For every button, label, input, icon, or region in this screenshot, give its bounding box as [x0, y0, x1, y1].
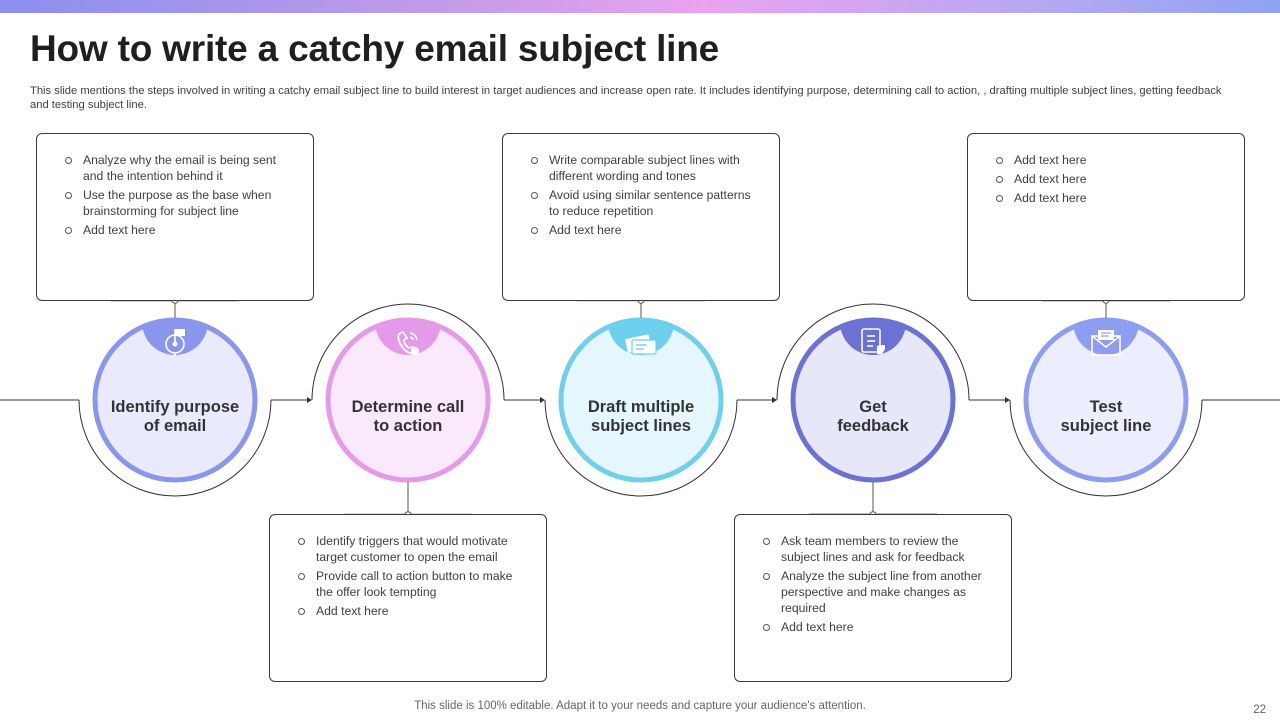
slide-description: This slide mentions the steps involved i… — [30, 85, 1222, 111]
bullet-item: Analyze why the email is being sent and … — [65, 152, 297, 184]
bullet-item: Identify triggers that would motivate ta… — [298, 533, 530, 565]
outer-arc — [78, 399, 272, 497]
arrow-head — [307, 397, 312, 403]
bullet-list: Identify triggers that would motivate ta… — [270, 515, 546, 619]
icon-bubble — [142, 322, 208, 356]
bullet-item: Write comparable subject lines with diff… — [531, 152, 763, 184]
step-card: Write comparable subject lines with diff… — [502, 133, 780, 301]
arrow-head — [1005, 397, 1010, 403]
arrow-head — [772, 397, 777, 403]
step-label-line: Identify purpose — [110, 398, 240, 416]
icon-bubble — [375, 322, 441, 355]
step-label-line: of email — [143, 417, 207, 435]
page-title: How to write a catchy email subject line — [30, 28, 720, 69]
step-label-line: to action — [373, 417, 443, 435]
bullet-list: Analyze why the email is being sent and … — [37, 134, 313, 238]
bullet-list: Ask team members to review the subject l… — [735, 515, 1011, 635]
phone-call-icon — [397, 330, 419, 355]
step-card: Identify triggers that would motivate ta… — [269, 514, 547, 682]
step-label-line: Get — [859, 398, 887, 416]
bullet-item: Ask team members to review the subject l… — [763, 533, 995, 565]
step-nodes — [78, 296, 1203, 519]
bullet-item: Add text here — [298, 603, 530, 619]
step-circle — [1023, 317, 1189, 483]
bullet-list: Write comparable subject lines with diff… — [503, 134, 779, 238]
step-circle — [92, 317, 258, 483]
step-label-line: subject line — [1060, 417, 1152, 435]
bullet-item: Analyze the subject line from another pe… — [763, 568, 995, 616]
bullet-item: Add text here — [996, 171, 1228, 187]
step-card: Ask team members to review the subject l… — [734, 514, 1012, 682]
step-node — [78, 296, 272, 497]
tickets-icon — [625, 334, 657, 355]
footer-note: This slide is 100% editable. Adapt it to… — [414, 700, 866, 712]
bullet-item: Add text here — [531, 222, 763, 238]
icon-bubble — [1073, 322, 1139, 356]
bullet-item: Use the purpose as the base when brainst… — [65, 187, 297, 219]
step-node — [1009, 296, 1203, 497]
bullet-item: Avoid using similar sentence patterns to… — [531, 187, 763, 219]
outer-arc — [544, 399, 738, 497]
bullet-item: Add text here — [763, 619, 995, 635]
outer-arc — [311, 303, 505, 401]
step-circle — [325, 317, 491, 483]
envelope-icon — [1091, 330, 1121, 356]
step-card: Analyze why the email is being sent and … — [36, 133, 314, 301]
step-label-line: Draft multiple — [587, 398, 695, 416]
top-gradient-bar — [0, 0, 1280, 13]
checklist-icon — [861, 328, 885, 354]
page-number: 22 — [1253, 704, 1266, 716]
step-circle — [790, 317, 956, 483]
bullet-item: Add text here — [65, 222, 297, 238]
bullet-item: Add text here — [996, 190, 1228, 206]
outer-arc — [1009, 399, 1203, 497]
target-flag-icon — [165, 329, 185, 356]
icon-bubble — [840, 322, 906, 355]
timeline-connectors — [0, 397, 1280, 403]
icon-bubble — [608, 322, 674, 355]
arrow-head — [540, 397, 545, 403]
step-label-line: subject lines — [591, 417, 691, 435]
step-label-line: feedback — [837, 417, 909, 435]
bullet-item: Provide call to action button to make th… — [298, 568, 530, 600]
step-label-line: Test — [1089, 398, 1123, 416]
step-node — [544, 296, 738, 497]
step-circle — [558, 317, 724, 483]
bullet-item: Add text here — [996, 152, 1228, 168]
step-label-line: Determine call — [351, 398, 465, 416]
outer-arc — [776, 303, 970, 401]
